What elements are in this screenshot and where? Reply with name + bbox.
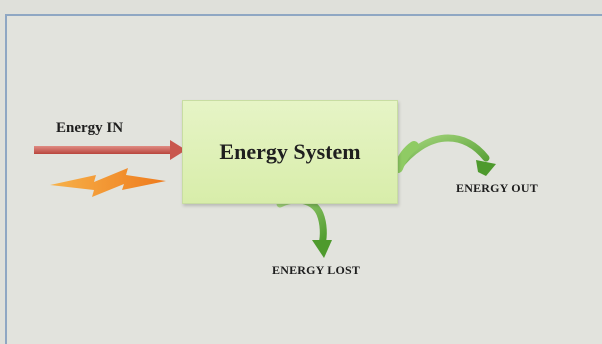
energy-lost-arrow: [276, 196, 332, 258]
energy-lost-label: ENERGY LOST: [272, 263, 361, 277]
energy-system-box: Energy System: [182, 100, 398, 204]
lightning-bolt-icon: [50, 168, 166, 197]
energy-in-arrow: [34, 140, 186, 160]
energy-out-arrow: [393, 134, 496, 176]
energy-out-label: ENERGY OUT: [456, 181, 538, 195]
energy-system-label: Energy System: [219, 139, 361, 164]
energy-in-label: Energy IN: [56, 120, 124, 136]
